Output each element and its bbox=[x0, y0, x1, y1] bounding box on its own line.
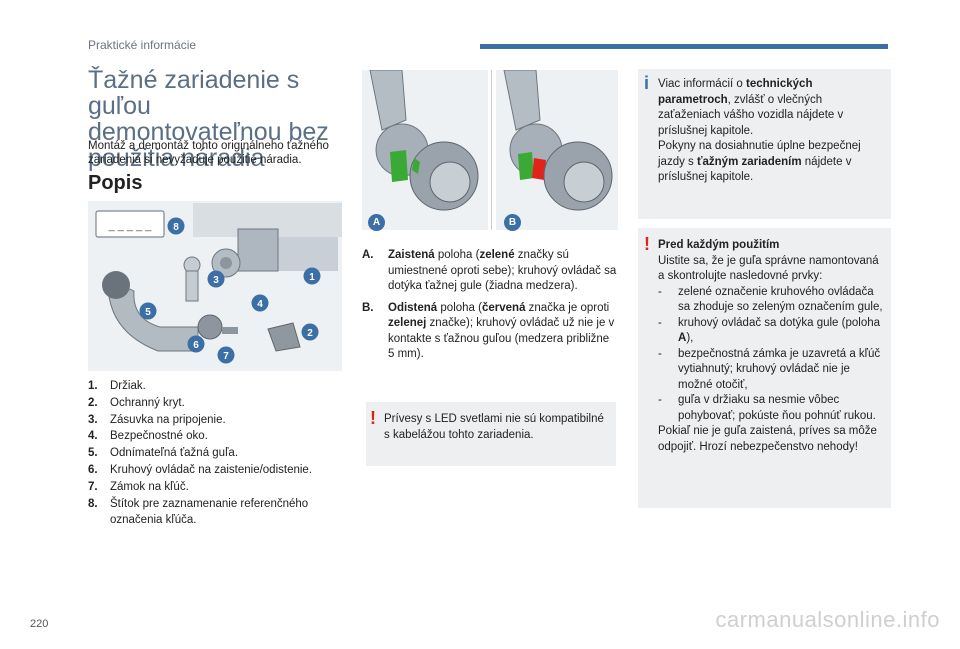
led-warning-box: ! Prívesy s LED svetlami nie sú kompatib… bbox=[366, 402, 616, 466]
section-title-popis: Popis bbox=[88, 172, 143, 194]
warning-icon: ! bbox=[644, 234, 650, 254]
warning-icon: ! bbox=[370, 408, 376, 428]
svg-text:4: 4 bbox=[257, 299, 263, 310]
page-title: Ťažné zariadenie s guľou demontovateľnou… bbox=[88, 66, 329, 172]
callout-3 bbox=[207, 270, 225, 288]
svg-text:6: 6 bbox=[193, 340, 199, 351]
svg-text:1: 1 bbox=[309, 272, 315, 283]
tow-hitch-parts-drawing: _ _ _ _ _ 8 1 3 2 4 5 6 7 bbox=[95, 203, 342, 364]
list-item: 8.Štítok pre zaznamenanie referenčného o… bbox=[88, 497, 309, 527]
svg-text:5: 5 bbox=[145, 307, 151, 318]
page-number: 220 bbox=[30, 618, 49, 630]
callout-7 bbox=[217, 346, 235, 364]
callout-8 bbox=[167, 217, 185, 235]
position-a-item: A. Zaistená poloha (zelené značky sú umi… bbox=[362, 249, 617, 292]
locked-position-illustration: A bbox=[362, 69, 488, 231]
callout-4 bbox=[251, 294, 269, 312]
list-item: 1.Držiak. bbox=[88, 380, 146, 392]
position-b-item: B. Odistená poloha (červená značka je op… bbox=[362, 301, 615, 361]
parts-list: 1.Držiak. 2.Ochranný kryt. 3.Zásuvka na … bbox=[88, 378, 358, 529]
unlocked-position-illustration: B bbox=[496, 69, 618, 231]
key-label-text: _ _ _ _ _ bbox=[108, 220, 153, 232]
list-item: -kruhový ovládač sa dotýka gule (poloha … bbox=[658, 316, 881, 345]
list-item: -bezpečnostná zámka je uzavretá a kľúč v… bbox=[658, 347, 881, 391]
info-icon: i bbox=[644, 73, 650, 93]
warning-footer: Pokiaľ nie je guľa zaistená, príves sa m… bbox=[658, 425, 877, 453]
list-item: 6.Kruhový ovládač na zaistenie/odistenie… bbox=[88, 463, 313, 476]
list-item: 5.Odnímateľná ťažná guľa. bbox=[88, 447, 239, 460]
list-item: -zelené označenie kruhového ovládača sa … bbox=[658, 285, 883, 314]
warning-box: ! Pred každým použitím Uistite sa, že je… bbox=[638, 228, 891, 508]
svg-text:2: 2 bbox=[307, 328, 313, 339]
list-item: 3.Zásuvka na pripojenie. bbox=[88, 413, 226, 426]
svg-text:3: 3 bbox=[213, 275, 219, 286]
checklist: -zelené označenie kruhového ovládača sa … bbox=[658, 285, 886, 425]
intro-text: Montáž a demontáž tohto originálneho ťaž… bbox=[88, 140, 329, 166]
callout-1 bbox=[303, 267, 321, 285]
info-text: Viac informácií o technických parametroc… bbox=[658, 78, 861, 183]
callout-5 bbox=[139, 302, 157, 320]
callout-2 bbox=[301, 323, 319, 341]
list-item: 2.Ochranný kryt. bbox=[88, 396, 185, 409]
led-warning-text: Prívesy s LED svetlami nie sú kompatibil… bbox=[384, 413, 604, 441]
info-box: i Viac informácií o technických parametr… bbox=[638, 69, 891, 219]
watermark: carmanualsonline.info bbox=[715, 607, 940, 632]
list-item: -guľa v držiaku sa nesmie vôbec pohybova… bbox=[658, 394, 876, 422]
image-divider bbox=[491, 70, 492, 230]
svg-text:7: 7 bbox=[223, 351, 229, 362]
warning-content: Pred každým použitím Uistite sa, že je g… bbox=[658, 238, 886, 455]
warning-heading: Pred každým použitím bbox=[658, 239, 780, 251]
section-header: Praktické informácie bbox=[88, 38, 197, 52]
image-b-badge: B bbox=[504, 214, 521, 231]
svg-text:8: 8 bbox=[173, 222, 179, 233]
tow-hitch-parts-illustration: _ _ _ _ _ 8 1 3 2 4 5 6 7 bbox=[88, 201, 342, 371]
header-bar bbox=[480, 44, 888, 49]
list-item: 7.Zámok na kľúč. bbox=[88, 480, 189, 493]
list-item: 4.Bezpečnostné oko. bbox=[88, 430, 208, 443]
image-a-badge: A bbox=[368, 214, 385, 231]
position-descriptions: A. Zaistená poloha (zelené značky sú umi… bbox=[362, 248, 618, 369]
callout-6 bbox=[187, 335, 205, 353]
